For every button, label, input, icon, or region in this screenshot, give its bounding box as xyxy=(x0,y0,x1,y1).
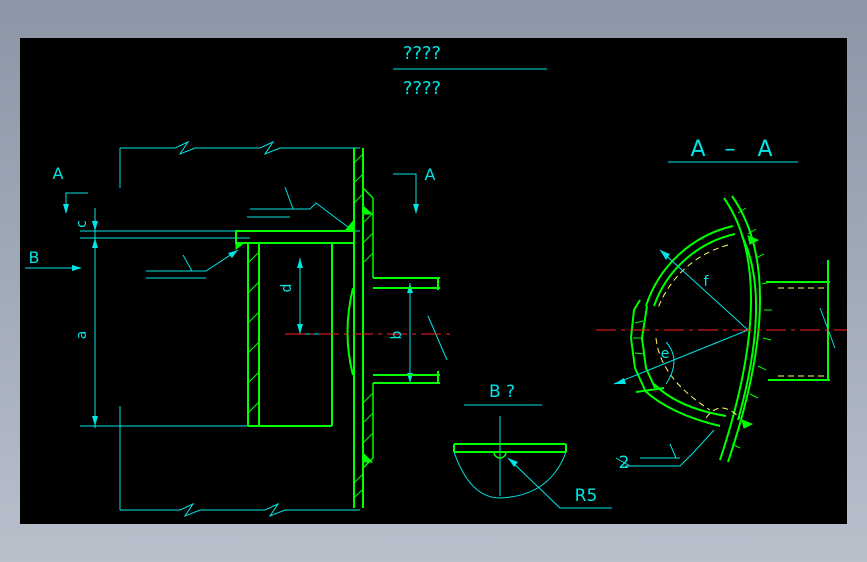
section-aa-label: A – A xyxy=(668,137,798,163)
cad-drawing: ???? ???? xyxy=(25,43,847,518)
weld-count-label: 2 xyxy=(619,453,630,473)
section-aa-left: A xyxy=(690,137,705,162)
view-arrow-label: B xyxy=(29,248,40,267)
detail-b: B ? R5 xyxy=(453,382,612,509)
section-aa-right: A xyxy=(757,137,772,162)
section-aa-arrowheads xyxy=(614,250,670,384)
title-bottom-text: ???? xyxy=(403,78,441,99)
dim-label-c: c xyxy=(74,220,90,228)
dim-label-f: f xyxy=(704,274,710,290)
dim-label-e: e xyxy=(661,346,670,362)
dim-label-d: d xyxy=(279,284,295,293)
dim-label-a: a xyxy=(74,331,90,340)
section-aa-hidden-lines xyxy=(655,244,826,419)
dimension-arrowheads xyxy=(63,204,419,426)
main-view-dimensions xyxy=(25,140,448,518)
title-top-text: ???? xyxy=(403,43,441,64)
section-mark-left: A xyxy=(53,164,64,183)
dim-label-b: b xyxy=(389,330,405,339)
drawing-canvas[interactable]: ???? ???? xyxy=(20,38,847,524)
section-mark-right: A xyxy=(425,165,436,184)
section-aa-dimensions xyxy=(613,249,836,467)
main-view-structure xyxy=(235,148,440,508)
section-aa-dash: – xyxy=(725,137,736,162)
detail-b-title: B ? xyxy=(489,382,515,402)
section-aa-structure xyxy=(629,195,830,463)
detail-radius-label: R5 xyxy=(575,486,598,506)
